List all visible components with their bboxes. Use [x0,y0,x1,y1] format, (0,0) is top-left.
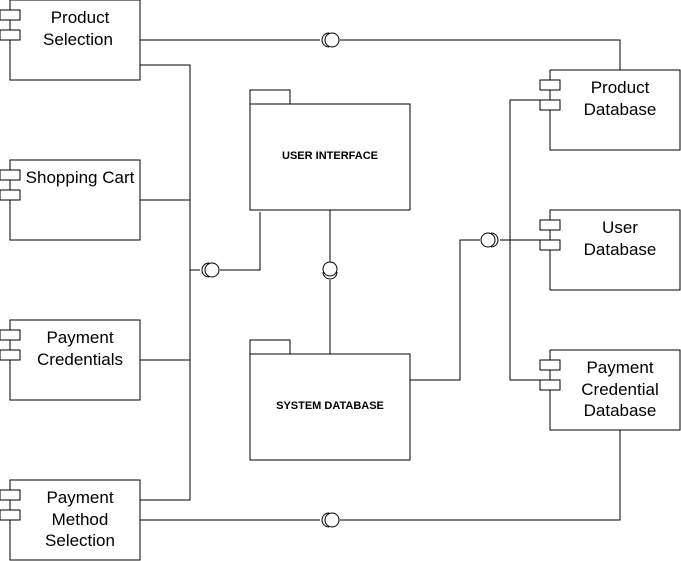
component-icon [0,349,21,361]
component-label: Selection [43,30,113,49]
socket-icon [322,261,338,280]
socket-icon [321,512,340,528]
socket-icon [321,32,340,48]
interface-symbols [201,32,499,528]
component-shopping-cart[interactable]: Shopping Cart [0,159,141,241]
component-icon [0,169,21,181]
component-label: Method [52,510,109,529]
connector-product-selection-to-product-database [140,39,621,70]
socket-icon [480,232,499,248]
component-product-database[interactable]: Product Database [539,69,681,151]
component-icon [539,359,561,371]
component-label: Payment [46,488,113,507]
connector-system-db-to-databases [410,239,540,381]
component-label: User [602,218,638,237]
component-label: Shopping Cart [26,168,135,187]
connector-right-bus [509,99,540,381]
component-label: Credential [581,380,659,399]
component-label: Database [584,240,657,259]
package-system-database[interactable]: SYSTEM DATABASE [249,339,411,461]
component-icon [0,329,21,341]
package-label: USER INTERFACE [282,150,378,162]
component-label: Selection [45,531,115,550]
component-label: Product [51,8,110,27]
component-icon [0,489,21,501]
component-label: Product [591,78,650,97]
component-product-selection[interactable]: Product Selection [0,0,141,81]
component-icon [539,99,561,111]
socket-icon [201,262,220,278]
component-icon [0,29,21,41]
component-label: Credentials [37,350,123,369]
component-icon [539,79,561,91]
connector-payment-method-to-credential-database [140,430,621,521]
component-icon [0,189,21,201]
component-label: Database [584,401,657,420]
component-label: Database [584,100,657,119]
package-label: SYSTEM DATABASE [276,400,384,412]
component-label: Payment [46,328,113,347]
component-icon [539,219,561,231]
package-user-interface[interactable]: USER INTERFACE [249,89,411,211]
component-icon [539,379,561,391]
connector-left-bus [140,64,200,501]
component-icon [0,509,21,521]
connector-bus-to-user-interface [220,212,261,271]
component-icon [539,239,561,251]
component-label: Payment [586,358,653,377]
component-icon [0,9,21,21]
component-payment-credentials[interactable]: Payment Credentials [0,319,141,401]
connectors [140,39,621,521]
component-user-database[interactable]: User Database [539,209,681,291]
component-payment-method-selection[interactable]: Payment Method Selection [0,479,141,561]
component-payment-credential-database[interactable]: Payment Credential Database [539,349,681,431]
